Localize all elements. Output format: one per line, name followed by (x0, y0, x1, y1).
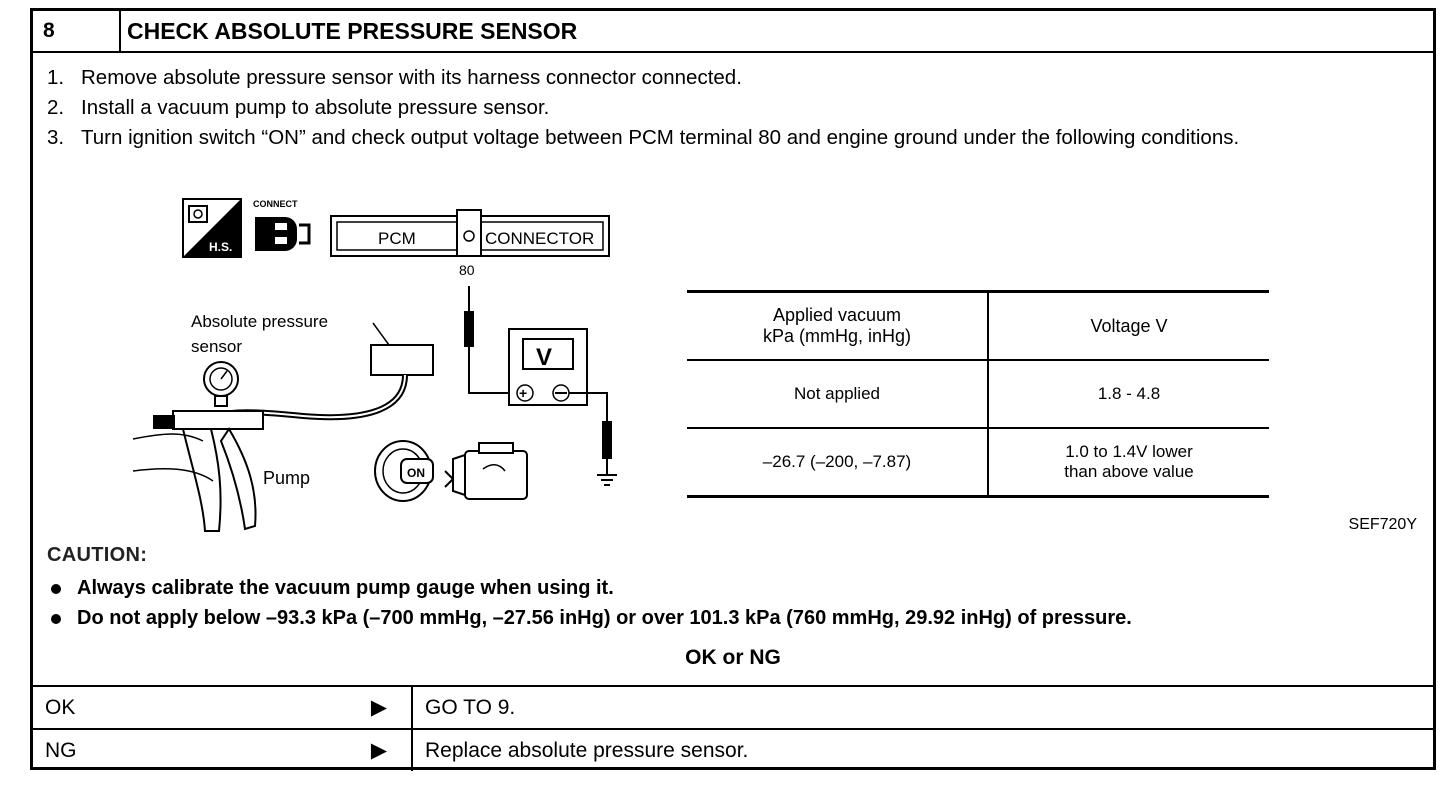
voltmeter: V + (464, 286, 617, 486)
result-heading: OK or NG (685, 646, 781, 669)
step-title: CHECK ABSOLUTE PRESSURE SENSOR (127, 18, 578, 44)
caution-title: CAUTION: (47, 544, 148, 566)
instruction-item: 3. Turn ignition switch “ON” and check ou… (47, 123, 1417, 153)
instruction-item: 2. Install a vacuum pump to absolute pres… (47, 93, 1417, 123)
result-label: NG (33, 728, 347, 771)
hs-label: H.S. (209, 240, 232, 254)
header-vacuum-line2: kPa (mmHg, inHg) (762, 326, 912, 346)
instruction-number: 3. (47, 126, 65, 149)
result-row-ng: NG ▶ Replace absolute pressure sensor. (33, 728, 1433, 771)
header-vacuum-line1: Applied vacuum (772, 305, 902, 325)
instruction-number: 2. (47, 96, 65, 119)
result-table: OK ▶ GO TO 9. NG ▶ Replace absolute pres… (33, 685, 1433, 771)
ignition-key: ON (374, 440, 434, 502)
result-action: GO TO 9. (412, 685, 1433, 729)
pressure-sensor: Absolute pressure sensor (191, 312, 434, 421)
voltage-cell: 1.8 - 4.8 (988, 360, 1269, 429)
vacuum-pump: Pump (132, 361, 310, 532)
step-number: 8 (33, 11, 121, 51)
caution-list: Always calibrate the vacuum pump gauge w… (47, 573, 1132, 633)
connect-icon: CONNECT (253, 199, 311, 251)
engine-icon (444, 442, 528, 500)
result-row-ok: OK ▶ GO TO 9. (33, 685, 1433, 729)
caution-item: Always calibrate the vacuum pump gauge w… (47, 573, 1132, 603)
instruction-text: Turn ignition switch “ON” and check outp… (81, 126, 1240, 149)
sensor-label-line1: Absolute pressure (191, 312, 328, 331)
arrow-icon: ▶ (347, 728, 413, 771)
voltage-line1: 1.0 to 1.4V lower (1065, 442, 1193, 461)
vacuum-cell: Not applied (687, 360, 989, 429)
vacuum-cell: –26.7 (–200, –7.87) (687, 428, 989, 498)
sensor-label-line2: sensor (191, 337, 242, 356)
hs-icon: H.S. (182, 198, 242, 258)
caution-item: Do not apply below –93.3 kPa (–700 mmHg,… (47, 603, 1132, 633)
pump-label: Pump (263, 468, 310, 488)
result-action: Replace absolute pressure sensor. (412, 728, 1433, 771)
procedure-frame: 8 CHECK ABSOLUTE PRESSURE SENSOR 1. Remov… (30, 8, 1436, 771)
svg-text:+: + (519, 385, 527, 401)
instruction-text: Remove absolute pressure sensor with its… (81, 66, 742, 89)
instruction-text: Install a vacuum pump to absolute pressu… (81, 96, 550, 119)
figure-id: SEF720Y (1348, 516, 1417, 533)
terminal-label: 80 (459, 262, 475, 278)
meter-label: V (536, 344, 552, 371)
pcm-connector: PCM CONNECTOR 80 (330, 209, 610, 278)
connect-label: CONNECT (253, 199, 298, 209)
instruction-item: 1. Remove absolute pressure sensor with i… (47, 63, 1417, 93)
instruction-number: 1. (47, 66, 65, 89)
pcm-label: PCM (378, 229, 416, 248)
step-header: 8 CHECK ABSOLUTE PRESSURE SENSOR (33, 11, 1433, 53)
arrow-icon: ▶ (347, 685, 413, 729)
table-row: Not applied 1.8 - 4.8 (687, 360, 1269, 429)
connector-label: CONNECTOR (485, 229, 594, 248)
result-label: OK (33, 685, 347, 729)
voltage-line2: than above value (1064, 462, 1194, 481)
column-header-voltage: Voltage V (988, 290, 1269, 361)
key-label: ON (407, 466, 425, 480)
instruction-list: 1. Remove absolute pressure sensor with i… (47, 63, 1417, 153)
